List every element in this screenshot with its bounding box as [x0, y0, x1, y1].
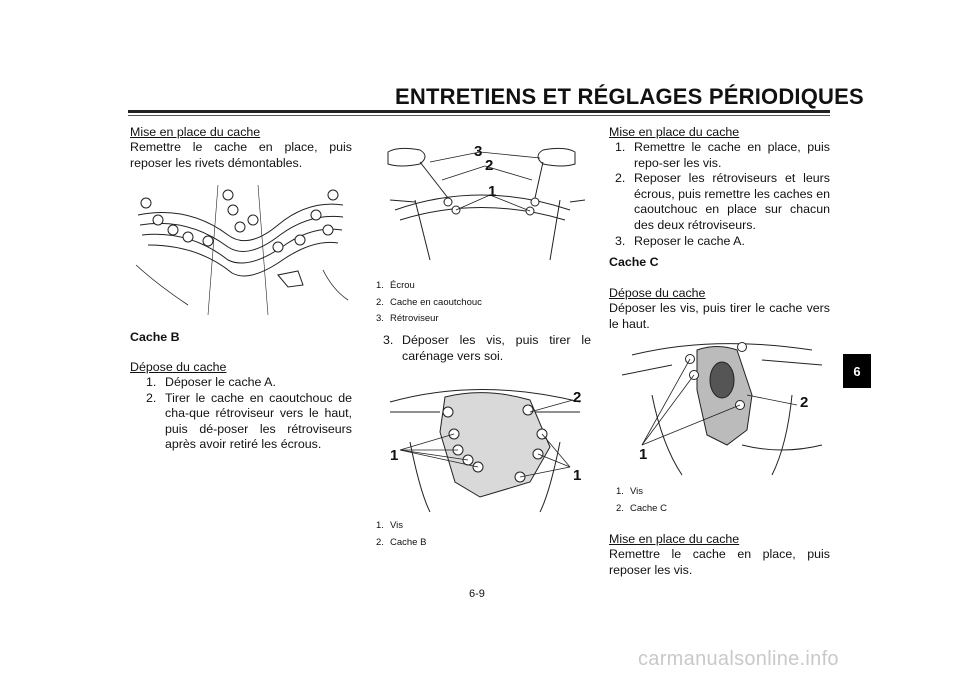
figure-cache-b: 2 1 1: [389, 389, 581, 513]
header-rule-thick: [128, 110, 830, 113]
captions-fig3: 1.Vis 2.Cache C: [616, 484, 826, 517]
callout-1: 1: [639, 446, 647, 463]
callout-2: 2: [485, 157, 493, 174]
paragraph-remettre-vis: Remettre le cache en place, puis reposer…: [609, 547, 830, 577]
figure-cache-c: 2 1: [621, 342, 823, 476]
list-item: 1.Déposer le cache A.: [146, 375, 276, 389]
chapter-tab: 6: [843, 354, 871, 388]
caption-item: 1.Écrou: [376, 280, 415, 291]
list-item: 3.Reposer le cache A.: [615, 233, 745, 248]
paragraph-remettre-rivets: Remettre le cache en place, puis reposer…: [130, 140, 352, 170]
step-3-deposer-vis: 3.Déposer les vis, puis tirer le carénag…: [383, 333, 591, 364]
caption-item: 1.Vis: [616, 486, 644, 497]
caption-item: 3.Rétroviseur: [376, 313, 439, 324]
list-item: 1.Remettre le cache en place, puis repo-…: [615, 140, 830, 170]
caption-item: 2.Cache B: [376, 536, 427, 548]
heading-mise-en-place-2: Mise en place du cache: [609, 125, 740, 139]
captions-fig1: 1.Écrou 2.Cache en caoutchouc 3.Rétrovis…: [376, 278, 586, 328]
callout-1: 1: [488, 183, 496, 200]
callout-1-left: 1: [390, 447, 398, 464]
caption-item: 2.Cache en caoutchouc: [376, 296, 482, 308]
figure-cache-a-rivets: [135, 184, 349, 316]
callout-2: 2: [800, 394, 808, 411]
page-title: ENTRETIENS ET RÉGLAGES PÉRIODIQUES: [395, 84, 864, 109]
watermark-footer: carmanualsonline.info: [638, 648, 839, 670]
list-item: 2.Tirer le cache en caoutchouc de cha-qu…: [146, 390, 352, 452]
caption-item: 2.Cache C: [616, 502, 667, 514]
list-item: 2.Reposer les rétroviseurs et leurs écro…: [615, 171, 830, 232]
section-cache-b: Cache B: [130, 330, 180, 344]
steps-mise-en-place-cache-b: 1.Remettre le cache en place, puis repo-…: [615, 140, 830, 249]
captions-fig2: 1.Vis 2.Cache B: [376, 518, 586, 551]
callout-2: 2: [573, 389, 581, 406]
figure-retroviseurs: 3 2 1: [387, 143, 586, 261]
section-cache-c: Cache C: [609, 255, 659, 269]
heading-depose-cache-b: Dépose du cache: [130, 360, 227, 374]
steps-depose-cache-b: 1.Déposer le cache A. 2.Tirer le cache e…: [146, 375, 352, 453]
callout-3: 3: [474, 143, 482, 160]
heading-depose-cache-c: Dépose du cache: [609, 286, 706, 300]
callout-1-right: 1: [573, 467, 581, 484]
caption-item: 1.Vis: [376, 520, 404, 531]
heading-mise-en-place-1: Mise en place du cache: [130, 125, 261, 139]
list-item: 3.Déposer les vis, puis tirer le carénag…: [383, 333, 591, 363]
heading-mise-en-place-3: Mise en place du cache: [609, 532, 740, 546]
page-number: 6-9: [469, 588, 485, 600]
paragraph-deposer-vis-cache-c: Déposer les vis, puis tirer le cache ver…: [609, 301, 830, 331]
header-rule-thin: [128, 115, 830, 116]
